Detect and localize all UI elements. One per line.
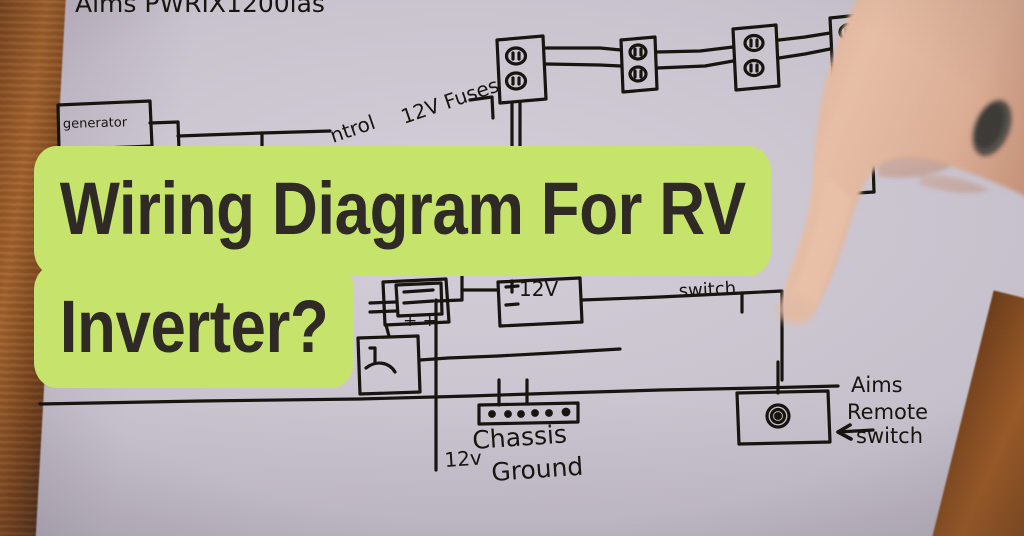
outlet-2 <box>619 35 659 94</box>
volts-12-label: 12V <box>519 277 558 301</box>
remote-label-line3: switch <box>856 424 923 448</box>
control-label: ntrol <box>327 110 378 148</box>
inverter-box <box>368 277 451 338</box>
outlet-1 <box>495 34 548 149</box>
ground-12v-label: 12v <box>444 445 483 472</box>
battery-terminals-label: + + <box>403 311 437 331</box>
dc-terminal-block <box>496 276 584 328</box>
title-line-1: Wiring Diagram For RV <box>34 146 772 276</box>
switch-wire-top <box>580 291 744 302</box>
generator-label: generator <box>63 115 128 132</box>
fuses-12v-label: 12V Fuses <box>398 73 502 129</box>
pointing-hand <box>774 0 1024 360</box>
fuse-block-bracket <box>468 95 495 120</box>
terminal-feed-wire <box>435 288 500 303</box>
remote-switch-box <box>735 389 832 446</box>
fingertip <box>778 295 814 325</box>
outlet-3 <box>731 23 781 92</box>
title-overlay: Wiring Diagram For RV Inverter? <box>34 146 794 388</box>
remote-label-line1: Aims <box>851 373 903 397</box>
chassis-ground-bar <box>477 378 580 426</box>
ground-chassis-label: Chassis <box>471 419 567 455</box>
battery-positive-wire <box>418 347 622 362</box>
hand-shape <box>783 0 1024 320</box>
title-line-2: Inverter? <box>34 264 355 388</box>
diagram-heading: Aims PWRIX1200ias <box>75 0 325 18</box>
outlet-bus-wires <box>544 31 832 70</box>
generator-feed-wire <box>176 129 332 138</box>
remote-label-line2: Remote <box>847 400 928 424</box>
battery-box <box>356 334 422 396</box>
ground-word-label: Ground <box>490 452 584 487</box>
remote-switch-arrow <box>836 423 875 441</box>
lower-loop-wire <box>38 384 840 406</box>
